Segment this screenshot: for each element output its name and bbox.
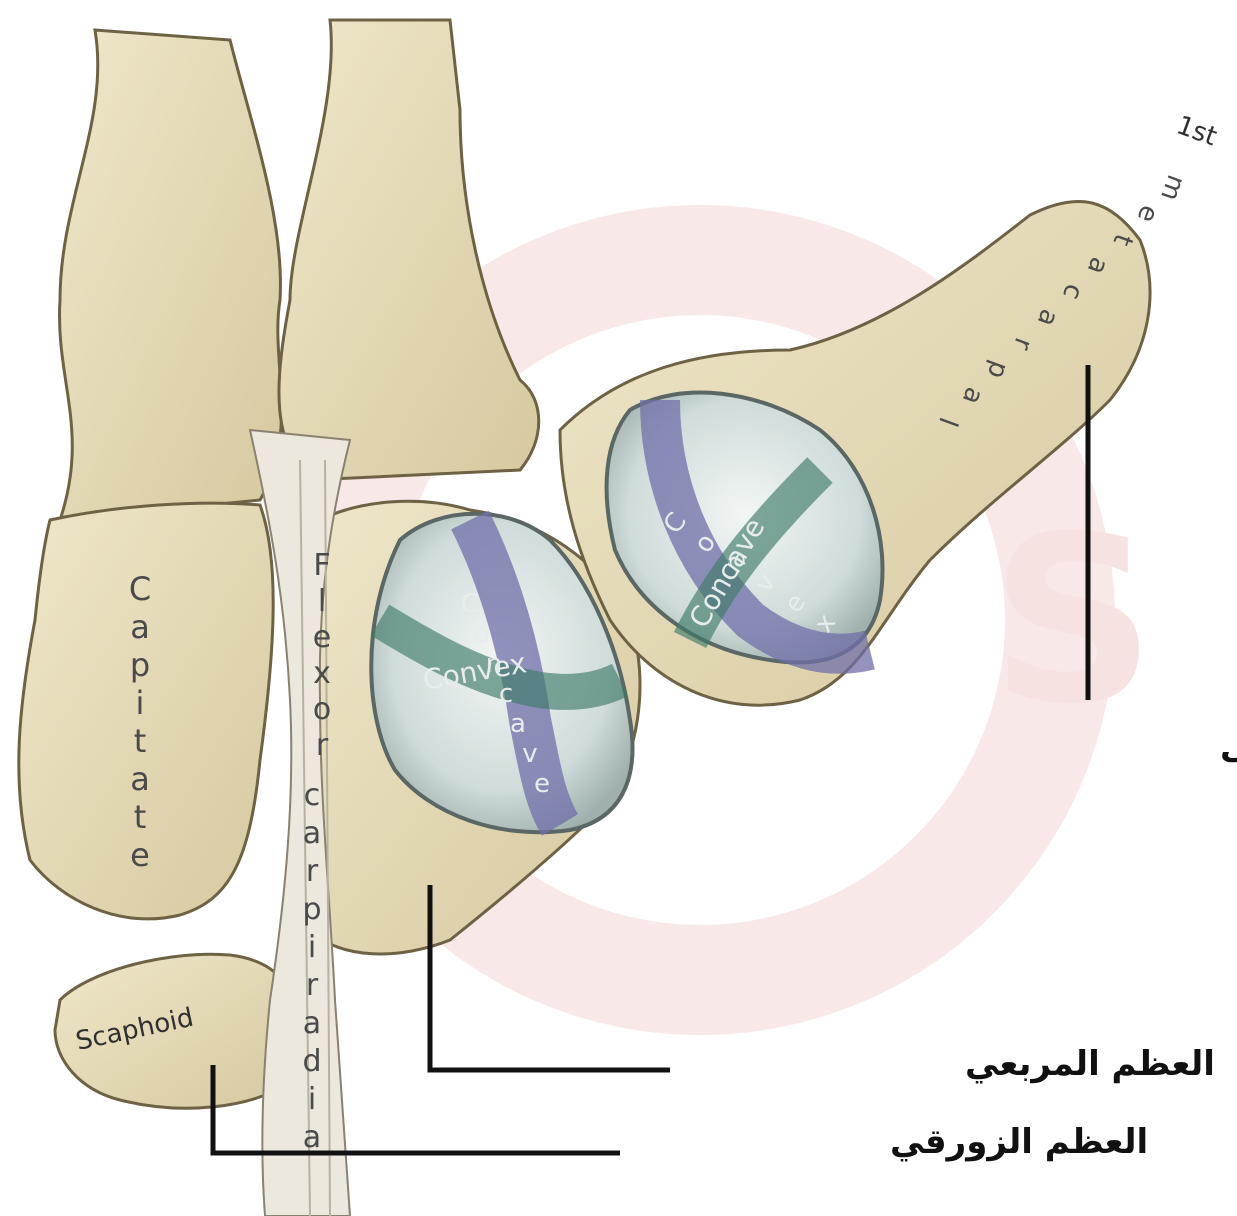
flexor-label-letter: l (318, 584, 326, 619)
trapezium-convex-concave-labels-letter: v (522, 739, 537, 769)
capitate-label-letter: a (130, 608, 150, 646)
capitate-label-letter: t (134, 798, 147, 836)
flexor-label-letter: a (303, 1120, 321, 1155)
first-prefix-label: 1st (1173, 110, 1221, 152)
trapezium-convex-concave-labels-letter: a (510, 709, 526, 739)
flexor-label-letter: r (316, 728, 329, 763)
scaphoid-callout: العظم الزورقي (890, 1122, 1148, 1162)
trapezium-callout: العظم المربعي (965, 1044, 1215, 1084)
capitate-label-letter: t (134, 722, 147, 760)
second-metacarpal-bone (60, 30, 282, 520)
flexor-label-letter: e (313, 620, 331, 655)
capitate-label-letter: e (130, 836, 150, 874)
first-metacarpal-callout: العظم السنعية الأولى (1220, 725, 1237, 767)
flexor-label-letter: c (304, 778, 321, 813)
flexor-label-letter: o (313, 692, 331, 727)
trapezium-convex-concave-labels-letter: o (474, 619, 490, 649)
flexor-label-letter: d (302, 1044, 321, 1079)
flexor-label-letter: a (303, 1006, 321, 1041)
svg-text:S: S (990, 488, 1156, 755)
third-metacarpal-bone (279, 20, 539, 480)
metacarpal-label-letter: e (1131, 201, 1165, 226)
flexor-label-letter: x (313, 656, 331, 691)
flexor-label-letter: F (313, 548, 330, 583)
capitate-label-letter: C (129, 570, 151, 608)
trapezium-convex-concave-labels-letter: e (534, 769, 550, 799)
capitate-label-letter: i (136, 684, 145, 722)
flexor-label-letter: r (306, 968, 319, 1003)
trapezium-convex-concave-labels-letter: C (461, 589, 479, 619)
flexor-label-letter: r (306, 854, 319, 889)
flexor-label-letter: p (302, 892, 321, 927)
flexor-label-letter: i (308, 930, 316, 965)
flexor-label-letter: a (303, 816, 321, 851)
capitate-label-letter: a (130, 760, 150, 798)
flexor-label-letter: i (308, 1082, 316, 1117)
metacarpal-label-letter: m (1154, 171, 1191, 205)
capitate-label-letter: p (130, 646, 150, 684)
